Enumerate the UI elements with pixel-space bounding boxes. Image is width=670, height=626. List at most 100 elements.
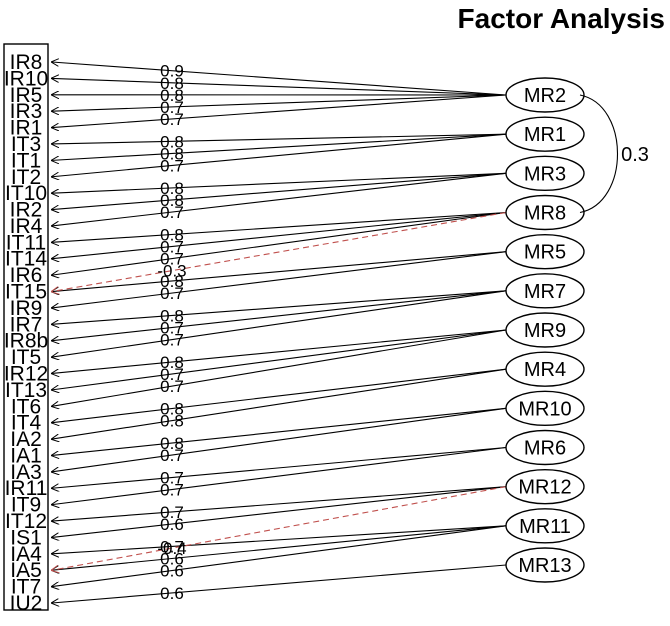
- loading-label: 0.6: [160, 562, 184, 581]
- variable-label: IR5: [10, 84, 43, 107]
- loading-label: 0.7: [160, 377, 184, 396]
- variable-label: IR11: [5, 477, 48, 500]
- loading-edge: [52, 525, 507, 554]
- loading-edge: [52, 251, 507, 292]
- loading-label: 0.8: [160, 434, 184, 453]
- factor-node: [505, 273, 585, 309]
- variable-label: IT1: [11, 149, 41, 172]
- variable-label: IA3: [10, 461, 42, 484]
- variable-label: IT7: [11, 576, 41, 599]
- loading-edge: [52, 525, 507, 570]
- correlation-arc: [579, 94, 618, 214]
- loading-label: 0.7: [160, 203, 184, 222]
- factor-label: MR11: [519, 516, 571, 538]
- loading-label: 0.8: [160, 412, 184, 431]
- loading-edge: [52, 133, 507, 177]
- factor-label: MR2: [524, 85, 566, 107]
- loading-edge: [52, 94, 507, 111]
- loading-edge: [52, 486, 507, 538]
- loading-edge: [52, 172, 507, 226]
- loading-edge: [52, 94, 507, 128]
- diagram-title: Factor Analysis: [458, 3, 665, 34]
- loading-edge: [52, 211, 507, 292]
- variable-label: IR8b: [4, 330, 48, 353]
- factor-nodes: MR2MR1MR3MR8MR5MR7MR9MR4MR10MR6MR12MR11M…: [505, 77, 585, 583]
- loading-edge: [52, 486, 507, 521]
- loading-labels: 0.90.80.80.70.70.80.80.70.80.80.70.80.70…: [157, 62, 186, 603]
- loading-edge: [52, 290, 507, 341]
- variable-label: IA2: [10, 428, 42, 451]
- factor-label: MR8: [524, 203, 566, 225]
- factor-node: [505, 155, 585, 192]
- loading-label: 0.8: [160, 179, 184, 198]
- factor-label: MR3: [524, 163, 566, 185]
- loading-edge: [52, 172, 507, 209]
- loading-edge: [52, 329, 507, 373]
- loading-edge: [52, 251, 507, 308]
- loading-label: 0.7: [160, 365, 184, 384]
- loading-label: 0.7: [160, 319, 184, 338]
- loading-edge: [52, 133, 507, 160]
- loading-label: 0.7: [160, 468, 184, 487]
- loading-label: 0.8: [160, 353, 184, 372]
- loading-edge: [52, 368, 507, 439]
- loading-label: 0.7: [160, 537, 184, 556]
- loading-label: 0.7: [160, 98, 184, 117]
- loading-label: 0.6: [160, 515, 184, 534]
- loading-label: 0.7: [160, 250, 184, 269]
- factor-node: [505, 429, 585, 466]
- loading-edge: [52, 62, 507, 96]
- factor-label: MR13: [518, 555, 571, 577]
- variable-label: IR7: [10, 313, 43, 336]
- loading-edge: [52, 407, 507, 472]
- loading-label: 0.8: [160, 132, 184, 151]
- loading-edge: [52, 290, 507, 357]
- variable-label: IT14: [5, 248, 47, 271]
- variable-label: IT13: [5, 379, 47, 402]
- loading-label: 0.8: [160, 191, 184, 210]
- variable-label: IT3: [11, 133, 41, 156]
- variable-label: IR9: [10, 297, 43, 320]
- loading-edge: [52, 78, 507, 96]
- variable-label: IA4: [10, 543, 42, 566]
- variable-box-frame: [3, 43, 49, 611]
- variable-label: IT9: [11, 494, 41, 517]
- variable-label: IT4: [11, 412, 42, 435]
- loading-edge: [52, 486, 507, 571]
- loading-edge: [52, 133, 507, 144]
- loading-label: 0.7: [160, 446, 184, 465]
- loading-label: 0.7: [160, 284, 184, 303]
- correlation-label: 0.3: [621, 144, 649, 166]
- factor-label: MR6: [524, 438, 566, 460]
- loading-edge: [52, 368, 507, 423]
- factor-label: MR7: [524, 281, 566, 303]
- loading-edge: [52, 446, 507, 505]
- factor-node: [505, 116, 585, 152]
- variable-label: IA5: [10, 559, 42, 582]
- loading-edge: [52, 172, 507, 193]
- factor-label: MR5: [524, 242, 566, 264]
- factor-label: MR10: [518, 398, 571, 420]
- loading-edge: [52, 329, 507, 390]
- loading-edge: [52, 446, 507, 489]
- factor-label: MR1: [524, 124, 566, 146]
- loading-edge: [52, 525, 507, 587]
- variable-label: IR4: [10, 215, 43, 238]
- variable-label: IR10: [4, 67, 48, 90]
- loading-edge: [52, 564, 507, 603]
- loading-label: 0.7: [160, 503, 184, 522]
- variable-labels: IR8IR10IR5IR3IR1IT3IT1IT2IT10IR2IR4IT11I…: [4, 51, 48, 615]
- loading-label: -0.4: [157, 539, 186, 558]
- loading-label: 0.7: [160, 238, 184, 257]
- loading-label: 0.8: [160, 400, 184, 419]
- variable-label: IA1: [10, 444, 42, 467]
- loading-edge: [52, 329, 507, 406]
- loading-label: 0.7: [160, 157, 184, 176]
- loading-label: 0.7: [160, 481, 184, 500]
- variable-label: IS1: [10, 526, 42, 549]
- factor-node: [505, 77, 585, 113]
- factor-node: [505, 312, 585, 348]
- loading-label: 0.8: [160, 272, 184, 291]
- variable-label: IR3: [10, 100, 43, 123]
- variable-label: IT11: [6, 231, 46, 254]
